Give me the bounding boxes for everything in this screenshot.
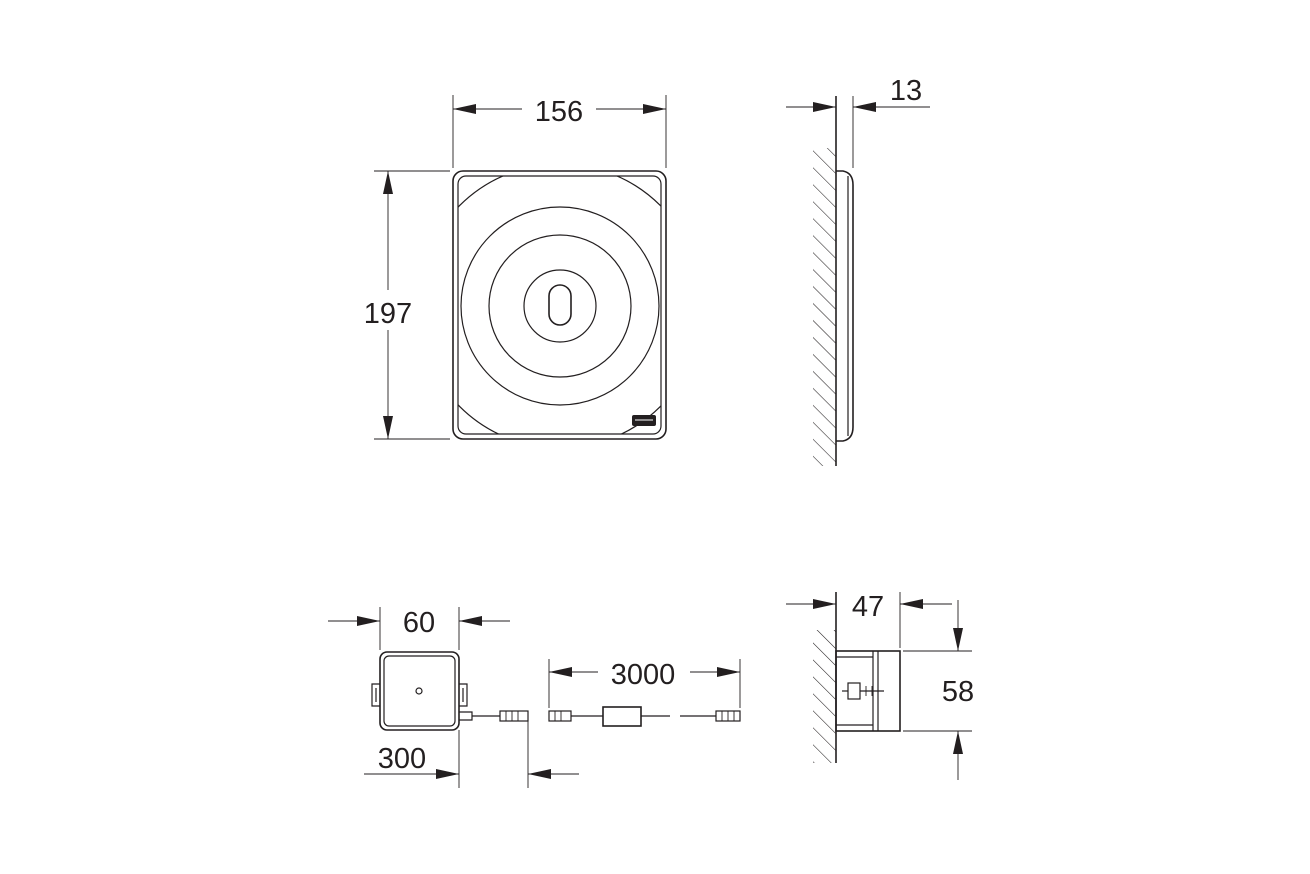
plate-width-label: 156 [535,96,583,128]
plate-height-label: 197 [364,298,412,330]
wall-hatch [813,148,836,466]
cable-short-label: 300 [378,743,426,775]
cable-long-label: 3000 [611,659,676,691]
box-cable-exit [459,711,473,721]
connector-left [548,710,572,722]
control-box-screw [415,687,423,695]
dimension-box-height: 58 [903,600,974,780]
plate-outline [452,170,667,440]
connector-short [499,710,529,722]
box-width-label: 60 [403,607,435,639]
dimension-plate-depth: 13 [786,75,930,168]
control-box-side [813,592,901,763]
wall-hatch-lower [813,630,836,763]
plate-ring-middle [460,206,660,406]
box-height-label: 58 [942,676,974,708]
control-box-body [379,651,460,731]
dimension-cable-long: 3000 [548,659,741,708]
sensor-ring [523,269,597,343]
plate-inner-outline [457,175,662,435]
plate-depth-label: 13 [890,75,922,107]
mounting-tab-left [371,683,380,707]
sensor-window [548,284,572,326]
cable-module [602,706,642,727]
box-depth-label: 47 [852,591,884,623]
front-view-plate [452,170,667,440]
plate-ring-inner [488,234,632,378]
plate-profile [836,170,854,442]
brand-logo [632,415,656,426]
dimension-plate-width: 156 [452,95,667,168]
control-box-front [371,651,529,731]
side-view-plate [813,96,854,466]
extension-cable [548,706,741,727]
box-side-fitting [847,682,861,700]
dimension-cable-short: 300 [364,721,579,788]
dimension-box-depth: 47 [786,591,952,648]
mounting-tab-right [459,683,468,707]
dimension-plate-height: 197 [364,170,450,440]
dimension-box-width: 60 [328,607,510,650]
box-side-body [835,650,901,732]
